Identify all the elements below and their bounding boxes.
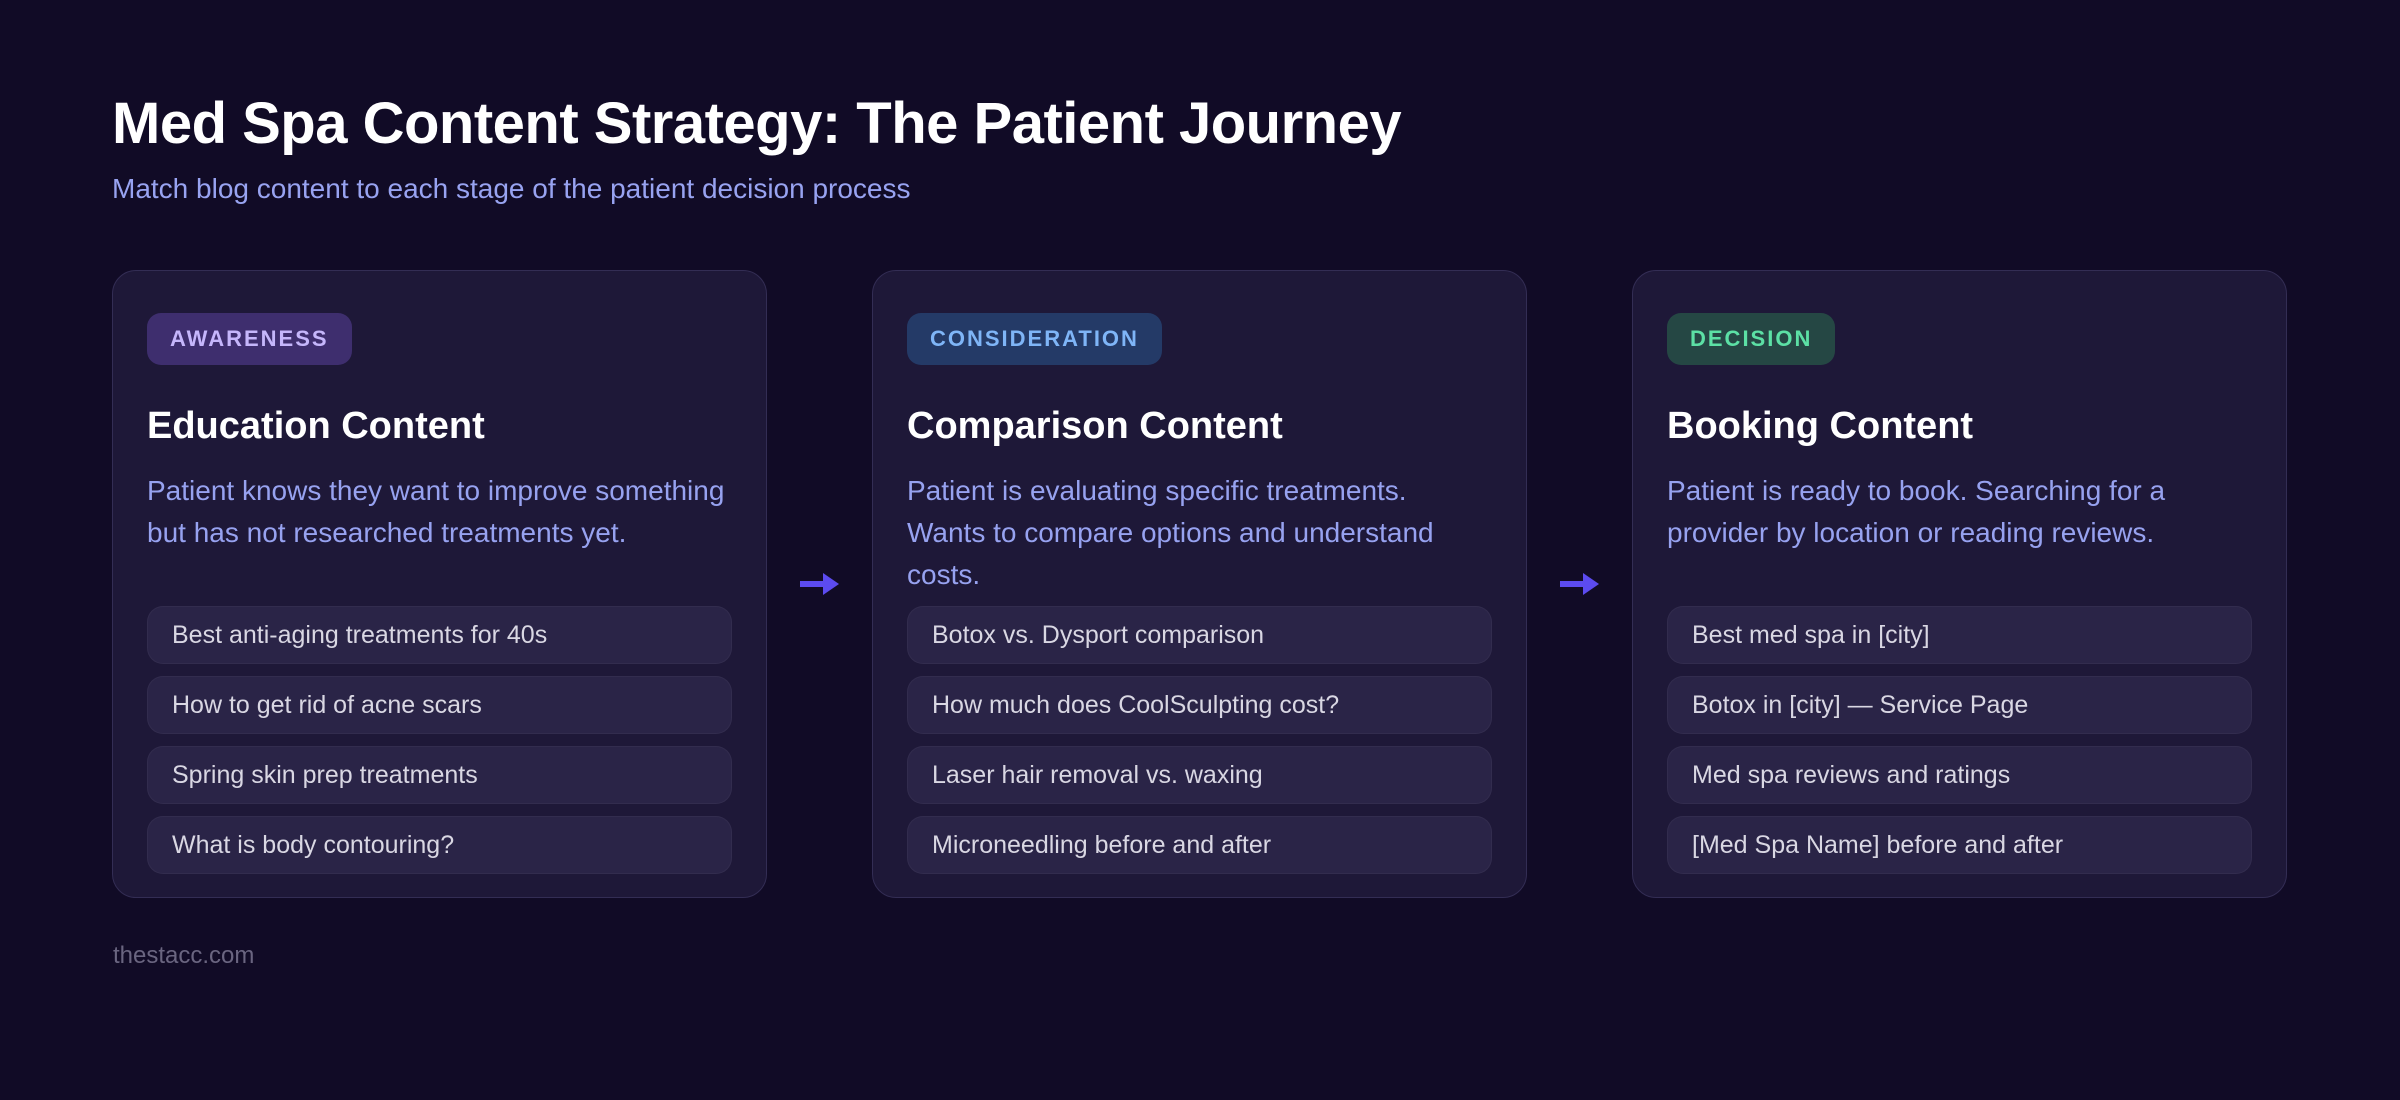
content-idea-item: What is body contouring? [147,816,732,874]
content-idea-item: Best med spa in [city] [1667,606,2252,664]
content-idea-item: Spring skin prep treatments [147,746,732,804]
journey-stages-row: AWARENESS Education Content Patient know… [112,270,2287,898]
stage-connector [767,270,872,898]
content-idea-item: Botox vs. Dysport comparison [907,606,1492,664]
stage-badge-awareness: AWARENESS [147,313,352,365]
content-idea-item: Laser hair removal vs. waxing [907,746,1492,804]
content-idea-item: Best anti-aging treatments for 40s [147,606,732,664]
stage-title: Education Content [147,405,485,447]
content-idea-item: How much does CoolSculpting cost? [907,676,1492,734]
page-header: Med Spa Content Strategy: The Patient Jo… [112,90,1402,205]
content-idea-item: Microneedling before and after [907,816,1492,874]
stage-connector [1527,270,1632,898]
content-idea-list: Best anti-aging treatments for 40s How t… [147,606,732,874]
stage-title: Booking Content [1667,405,1974,447]
content-idea-item: Med spa reviews and ratings [1667,746,2252,804]
footer-url: thestacc.com [113,942,255,969]
stage-description: Patient is evaluating specific treatment… [907,475,1434,590]
stage-badge-decision: DECISION [1667,313,1836,365]
arrow-right-icon [1559,573,1599,595]
page-subtitle: Match blog content to each stage of the … [112,173,911,204]
content-idea-item: How to get rid of acne scars [147,676,732,734]
content-idea-item: [Med Spa Name] before and after [1667,816,2252,874]
stage-description: Patient knows they want to improve somet… [147,475,725,548]
stage-card-awareness: AWARENESS Education Content Patient know… [112,270,767,898]
content-idea-list: Botox vs. Dysport comparison How much do… [907,606,1492,874]
content-idea-list: Best med spa in [city] Botox in [city] —… [1667,606,2252,874]
stage-card-decision: DECISION Booking Content Patient is read… [1632,270,2287,898]
stage-card-consideration: CONSIDERATION Comparison Content Patient… [872,270,1527,898]
stage-badge-consideration: CONSIDERATION [907,313,1162,365]
content-idea-item: Botox in [city] — Service Page [1667,676,2252,734]
stage-title: Comparison Content [907,405,1283,447]
stage-description: Patient is ready to book. Searching for … [1667,475,2166,548]
arrow-right-icon [799,573,839,595]
page-title: Med Spa Content Strategy: The Patient Jo… [112,91,1402,156]
